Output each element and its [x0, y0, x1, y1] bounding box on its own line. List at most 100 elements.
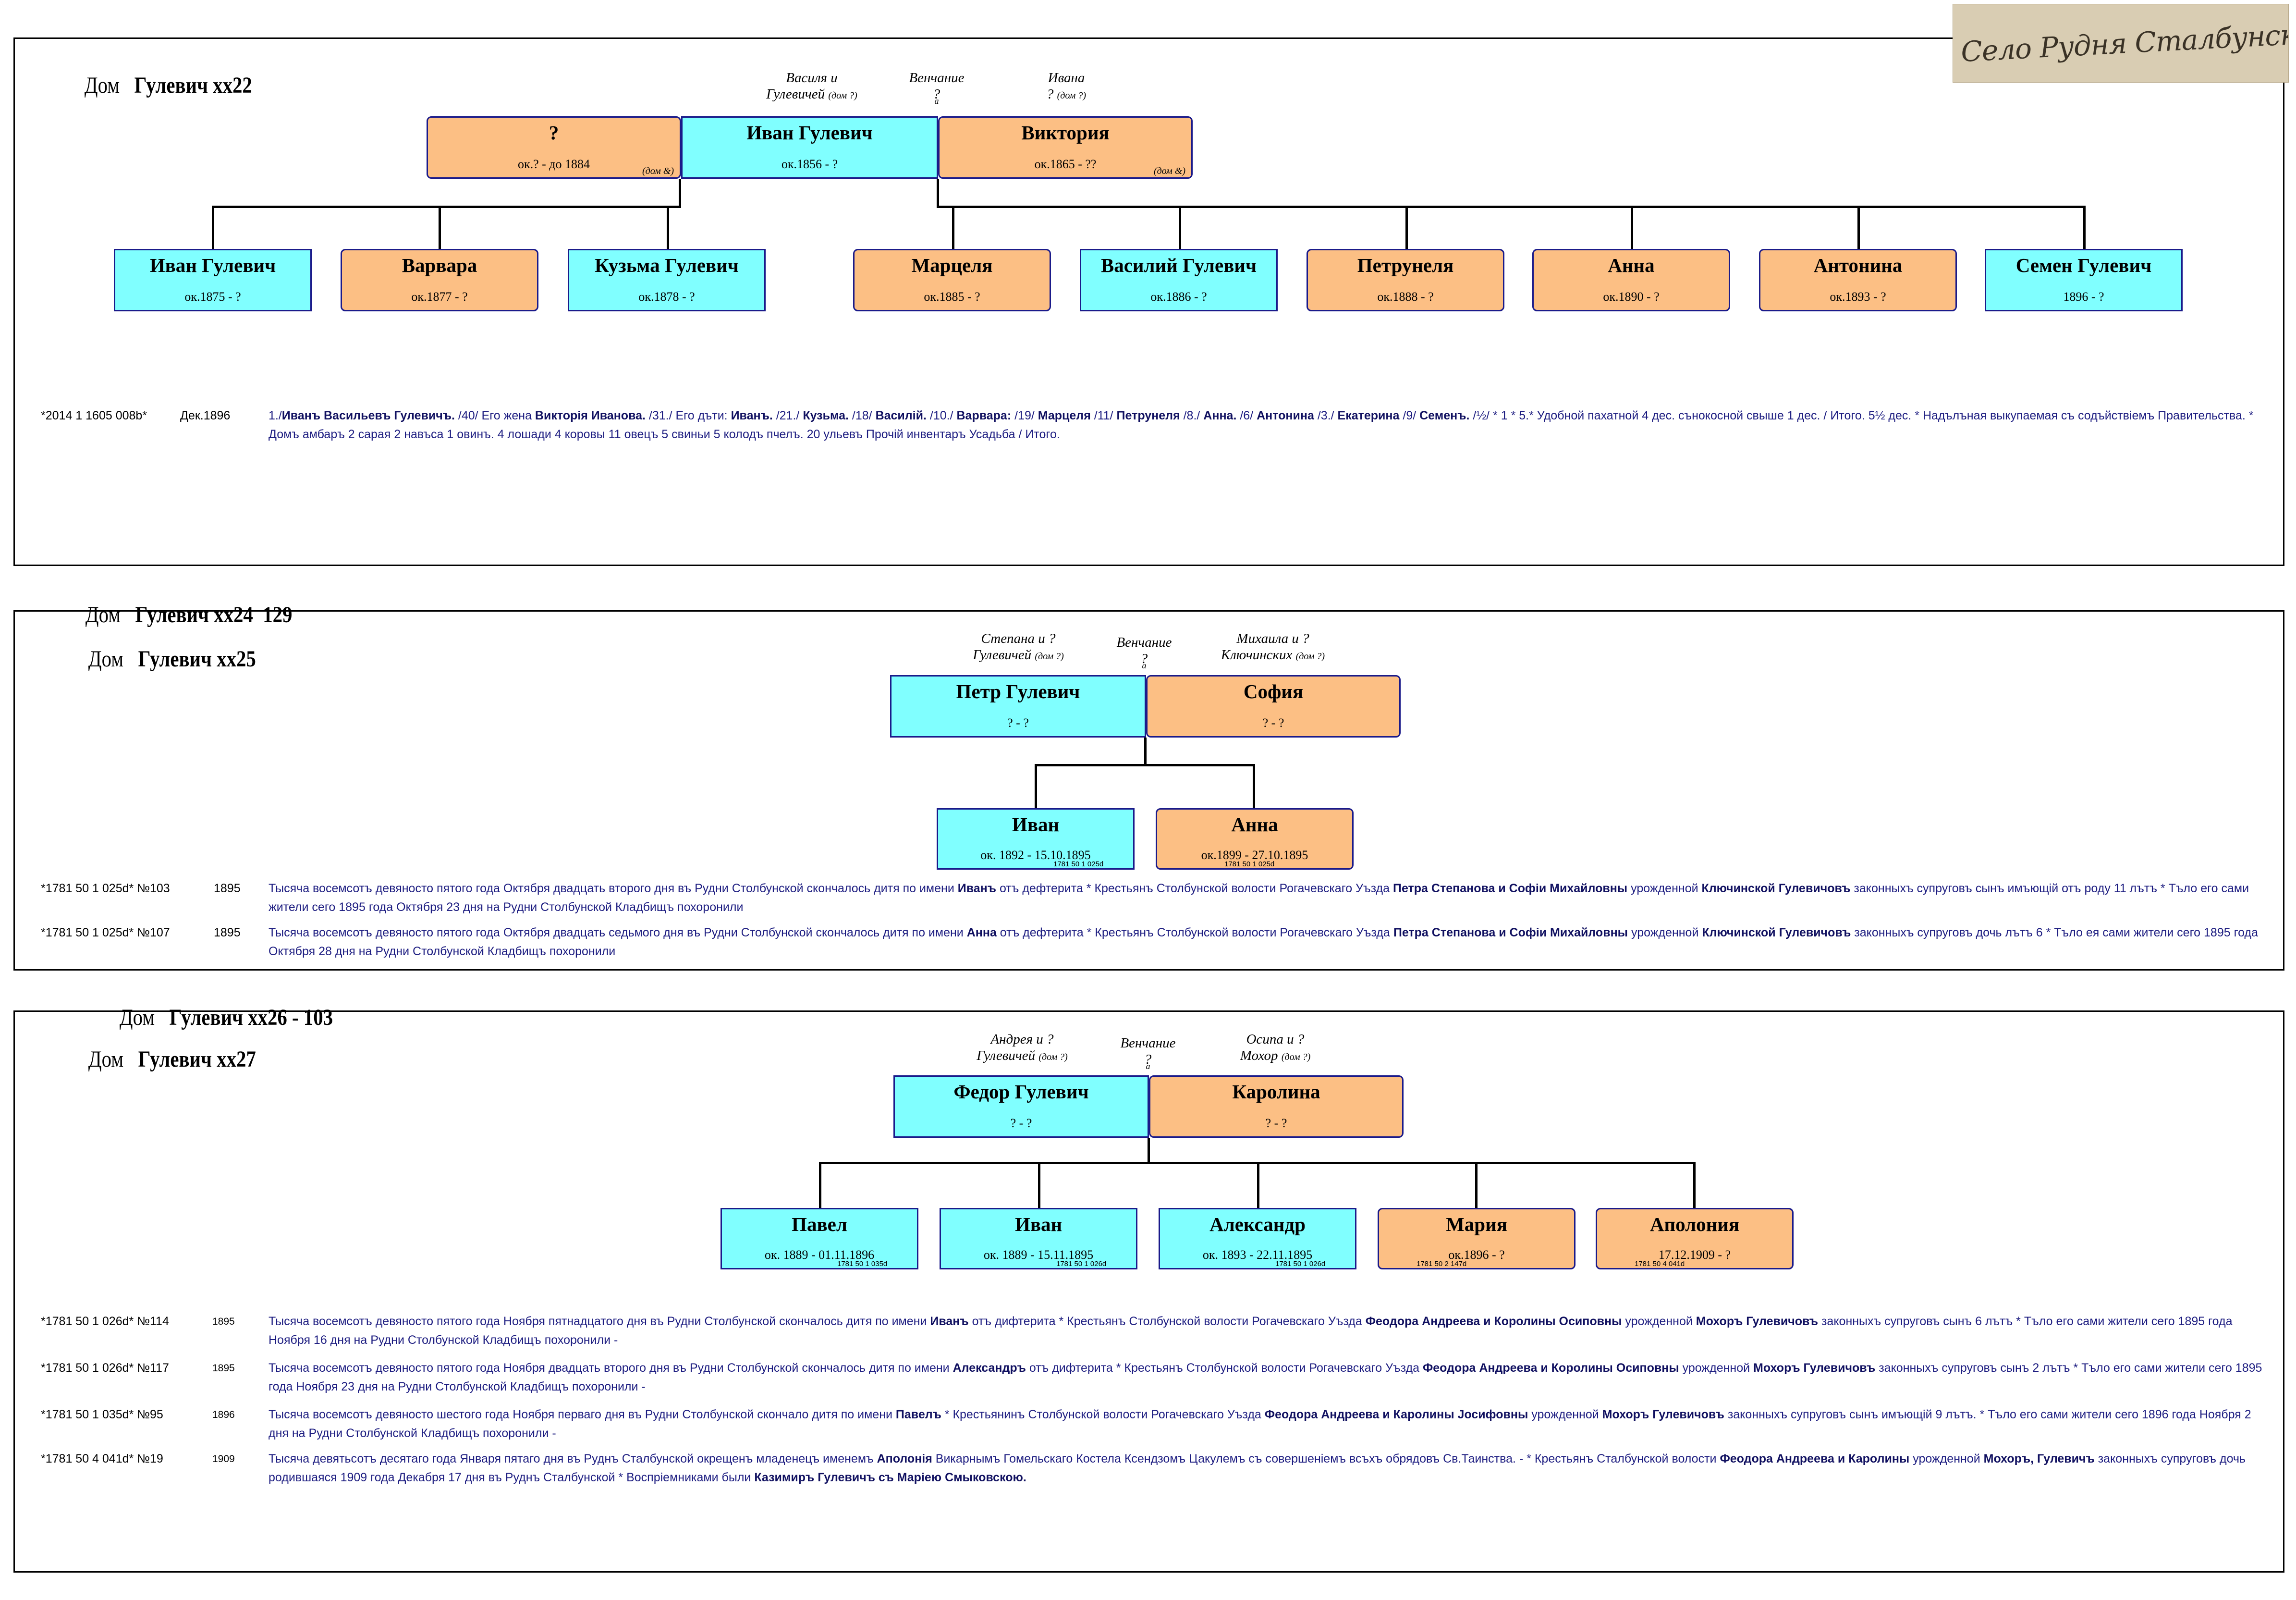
child-box[interactable]: Александр ок. 1893 - 22.11.1895 1781 50 … — [1159, 1208, 1356, 1269]
record-id: *1781 50 1 035d* №95 — [41, 1408, 163, 1421]
house-frame-xx25 — [13, 610, 2284, 971]
archive-ref: 1781 50 1 025d — [1224, 860, 1275, 868]
record-text: Тысяча восемсотъ девяносто пятого года Н… — [269, 1315, 2233, 1347]
wife-parents-label: Ивана ? (дом ?) — [989, 70, 1143, 104]
child-box[interactable]: Петрунеля ок.1888 - ? — [1307, 249, 1504, 311]
person-dates: ок.? - до 1884 — [517, 157, 590, 171]
house-label: Дом — [88, 1046, 124, 1072]
house-frame-xx27 — [13, 1010, 2284, 1573]
person-box-wife[interactable]: Каролина ? - ? — [1149, 1075, 1404, 1138]
record-text: Тысяча девятьсотъ десятаго года Января п… — [269, 1452, 2246, 1484]
wife-parents-label: Михаила и ? Ключинских (дом ?) — [1191, 630, 1355, 665]
house-name: Гулевич хх25 — [138, 646, 256, 672]
archive-ref: 1781 50 1 035d — [837, 1260, 888, 1268]
child-box[interactable]: Варвара ок.1877 - ? — [341, 249, 538, 311]
connector-line — [1475, 1162, 1478, 1208]
person-dates: ок.1893 - ? — [1830, 290, 1886, 304]
record-year: 1895 — [212, 1363, 235, 1374]
person-dates: ок.1885 - ? — [924, 290, 980, 304]
connector-line — [1148, 1138, 1150, 1163]
house-title-xx24: Дом Гулевич хх24 129 — [66, 572, 293, 658]
person-box-husband[interactable]: Петр Гулевич ? - ? — [890, 675, 1146, 738]
person-dates: ок.1886 - ? — [1150, 290, 1207, 304]
connector-line — [2083, 206, 2086, 249]
person-name: Анна — [1608, 254, 1655, 276]
connector-line — [1035, 764, 1255, 766]
archive-record: *1781 50 1 026d* №117 1895 Тысяча восемс… — [41, 1359, 2270, 1399]
person-dates: ок.1888 - ? — [1377, 290, 1434, 304]
child-box[interactable]: Павел ок. 1889 - 01.11.1896 1781 50 1 03… — [721, 1208, 918, 1269]
house-name: Гулевич хх22 — [134, 73, 252, 98]
wife-parents-label: Осипа и ? Мохор (дом ?) — [1196, 1031, 1355, 1065]
record-id: *1781 50 1 026d* №117 — [41, 1361, 169, 1375]
person-box-husband[interactable]: Федор Гулевич ? - ? — [893, 1075, 1149, 1138]
archive-record: *1781 50 1 025d* №107 1895 Тысяча восемс… — [41, 923, 2270, 962]
person-dates: ? - ? — [1010, 1116, 1032, 1130]
child-box[interactable]: Аполония 17.12.1909 - ? 1781 50 4 041d — [1596, 1208, 1794, 1269]
connector-line — [439, 206, 441, 249]
record-text: Тысяча восемсотъ девяносто шестого года … — [269, 1408, 2251, 1440]
child-box[interactable]: Антонина ок.1893 - ? — [1759, 249, 1957, 311]
child-box[interactable]: Иван ок. 1889 - 15.11.1895 1781 50 1 026… — [940, 1208, 1137, 1269]
husband-parents-label: Степана и ? Гулевичей (дом ?) — [937, 630, 1100, 665]
house-title-xx22: Дом Гулевич хх22 — [65, 42, 252, 129]
record-id: *2014 1 1605 008b* — [41, 409, 147, 422]
child-box[interactable]: Анна ок.1899 - 27.10.1895 1781 50 1 025d — [1156, 808, 1354, 870]
child-box[interactable]: Василий Гулевич ок.1886 - ? — [1080, 249, 1278, 311]
person-name: Федор Гулевич — [953, 1081, 1089, 1103]
person-box-wife-second[interactable]: Виктория ок.1865 - ?? (дом &) — [938, 116, 1193, 179]
person-box-wife-first[interactable]: ? ок.? - до 1884 (дом &) — [427, 116, 681, 179]
house-title-xx27: Дом Гулевич хх27 — [69, 1016, 256, 1103]
person-name: Иван Гулевич — [746, 122, 873, 144]
person-box-husband[interactable]: Иван Гулевич ок.1856 - ? — [681, 116, 938, 179]
wedding-mark: a — [1142, 661, 1147, 670]
record-text: 1./Иванъ Васильевъ Гулевичъ. /40/ Его же… — [269, 409, 2254, 441]
child-box[interactable]: Марцеля ок.1885 - ? — [853, 249, 1051, 311]
house-label: Дом — [84, 73, 120, 98]
person-box-wife[interactable]: София ? - ? — [1146, 675, 1401, 738]
parents-line-1: Михаила и ? — [1236, 631, 1309, 646]
parents-line-2: Гулевичей (дом ?) — [766, 86, 857, 102]
child-box[interactable]: Анна ок.1890 - ? — [1532, 249, 1730, 311]
connector-line — [1857, 206, 1860, 249]
person-dates: ок. 1889 - 01.11.1896 — [764, 1248, 875, 1262]
person-name: Семен Гулевич — [2015, 254, 2152, 276]
archive-record: *1781 50 1 026d* №114 1895 Тысяча восемс… — [41, 1312, 2270, 1353]
parents-line-2: Гулевичей (дом ?) — [977, 1048, 1068, 1063]
husband-parents-label: Андрея и ? Гулевичей (дом ?) — [940, 1031, 1104, 1065]
house-name: Гулевич хх26 - 103 — [169, 1005, 333, 1030]
child-box[interactable]: Иван ок. 1892 - 15.10.1895 1781 50 1 025… — [937, 808, 1135, 870]
wedding-date: ? — [1144, 1052, 1152, 1067]
person-name: Петр Гулевич — [956, 680, 1080, 702]
archive-ref: 1781 50 1 026d — [1275, 1260, 1326, 1268]
wedding-mark: a — [934, 96, 939, 106]
person-dates: 1896 - ? — [2063, 290, 2104, 304]
parents-line-1: Осипа и ? — [1246, 1032, 1305, 1047]
person-name: Антонина — [1813, 254, 1903, 276]
record-id: *1781 50 1 026d* №114 — [41, 1315, 169, 1328]
person-name: Иван — [1014, 1213, 1063, 1235]
person-name: София — [1243, 680, 1304, 702]
person-dates: ? - ? — [1262, 716, 1284, 730]
house-label: Дом — [119, 1005, 155, 1030]
child-box[interactable]: Кузьма Гулевич ок.1878 - ? — [568, 249, 766, 311]
connector-line — [1257, 1162, 1259, 1208]
house-frame-xx22 — [13, 37, 2284, 566]
person-dates: ок. 1889 - 15.11.1895 — [983, 1248, 1094, 1262]
parents-line-1: Андрея и ? — [990, 1032, 1054, 1047]
house-name: Гулевич хх27 — [138, 1046, 256, 1072]
person-name: Павел — [792, 1213, 847, 1235]
parents-line-1: Степана и ? — [981, 631, 1056, 646]
archive-record: *1781 50 1 035d* №95 1896 Тысяча восемсо… — [41, 1405, 2270, 1446]
archive-record: *2014 1 1605 008b* Дек.1896 1./Иванъ Вас… — [41, 406, 2270, 450]
record-year: 1895 — [214, 882, 241, 895]
child-box[interactable]: Мария ок.1896 - ? 1781 50 2 147d — [1378, 1208, 1575, 1269]
connector-line — [1035, 764, 1037, 808]
child-box[interactable]: Семен Гулевич 1896 - ? — [1985, 249, 2183, 311]
record-text: Тысяча восемсотъ девяносто пятого года О… — [269, 926, 2258, 958]
wedding-mark: a — [1146, 1061, 1150, 1071]
wedding-date: ? — [1140, 651, 1148, 666]
parents-line-2: Мохор (дом ?) — [1240, 1048, 1311, 1063]
child-box[interactable]: Иван Гулевич ок.1875 - ? — [114, 249, 312, 311]
wedding-label: Венчание ? a — [889, 70, 985, 105]
